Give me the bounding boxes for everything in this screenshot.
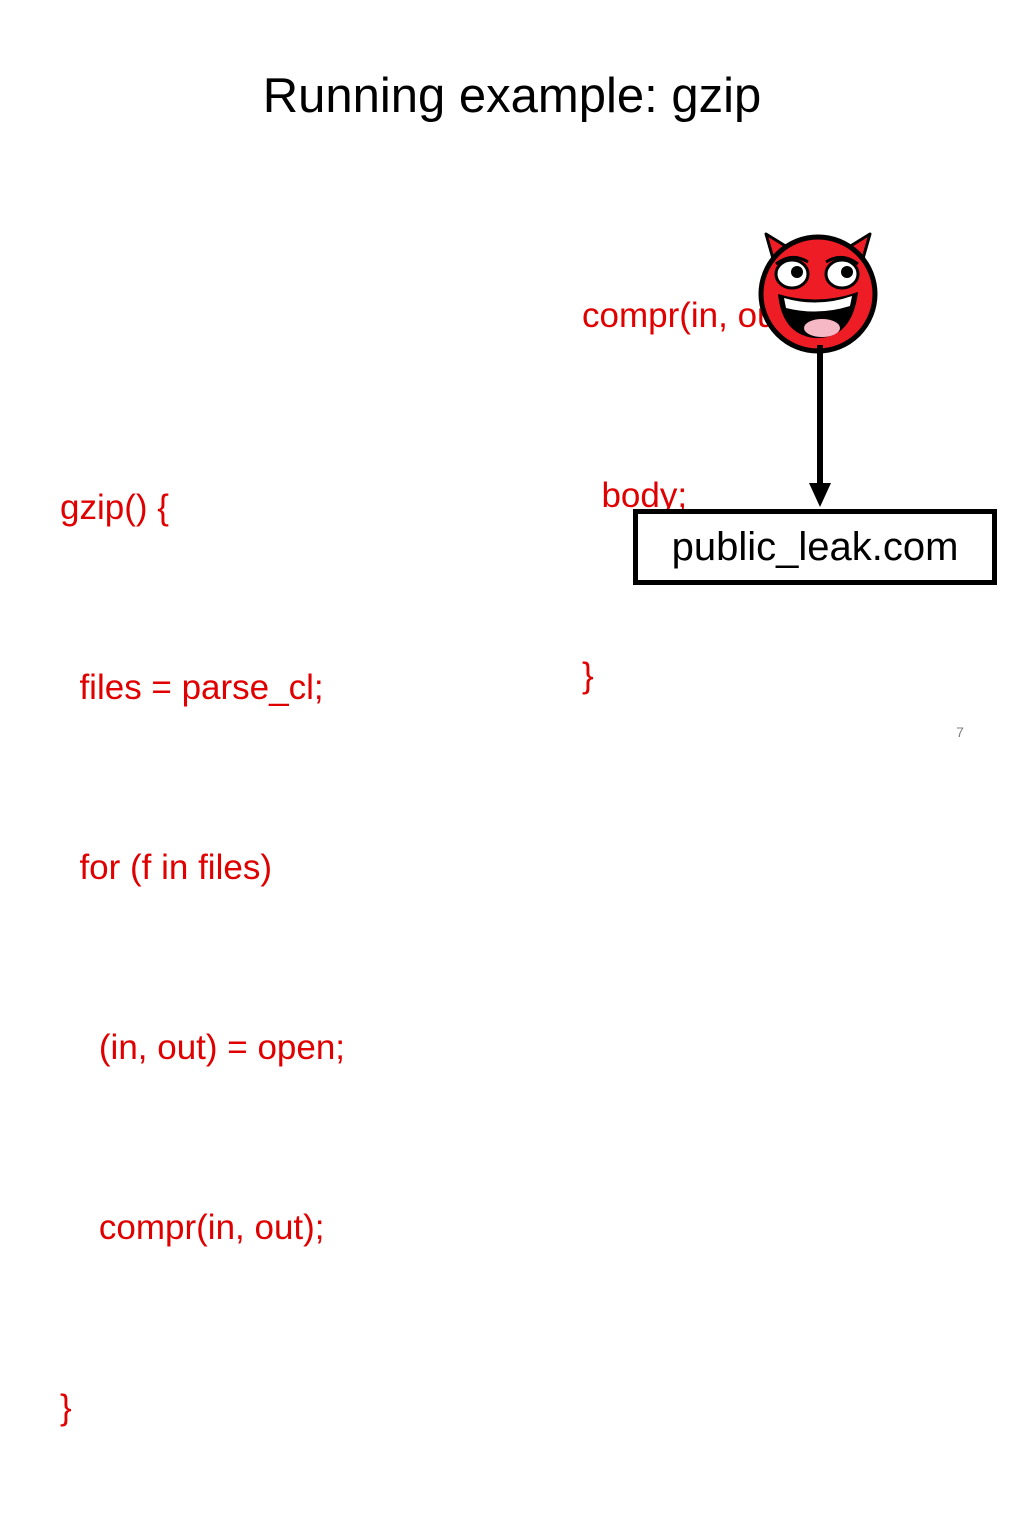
code-line: files = parse_cl; (60, 668, 324, 707)
code-line: for (f in files) (60, 848, 272, 887)
code-line: gzip() { (60, 488, 169, 527)
gzip-code-block: gzip() { files = parse_cl; for (f in fil… (60, 358, 345, 1536)
page-number: 7 (956, 724, 964, 740)
devil-face-icon (758, 232, 878, 354)
code-line: } (582, 656, 594, 695)
code-line: body; (582, 476, 688, 515)
code-line: (in, out) = open; (60, 1028, 346, 1067)
slide: Running example: gzip compr(in, out) { b… (60, 69, 997, 1427)
code-line: compr(in, out); (60, 1208, 325, 1247)
code-line: } (60, 1388, 72, 1427)
arrow-down-icon (809, 345, 831, 507)
public-leak-box: public_leak.com (633, 509, 997, 585)
public-leak-label: public_leak.com (671, 524, 959, 569)
slide-title: Running example: gzip (262, 69, 762, 123)
